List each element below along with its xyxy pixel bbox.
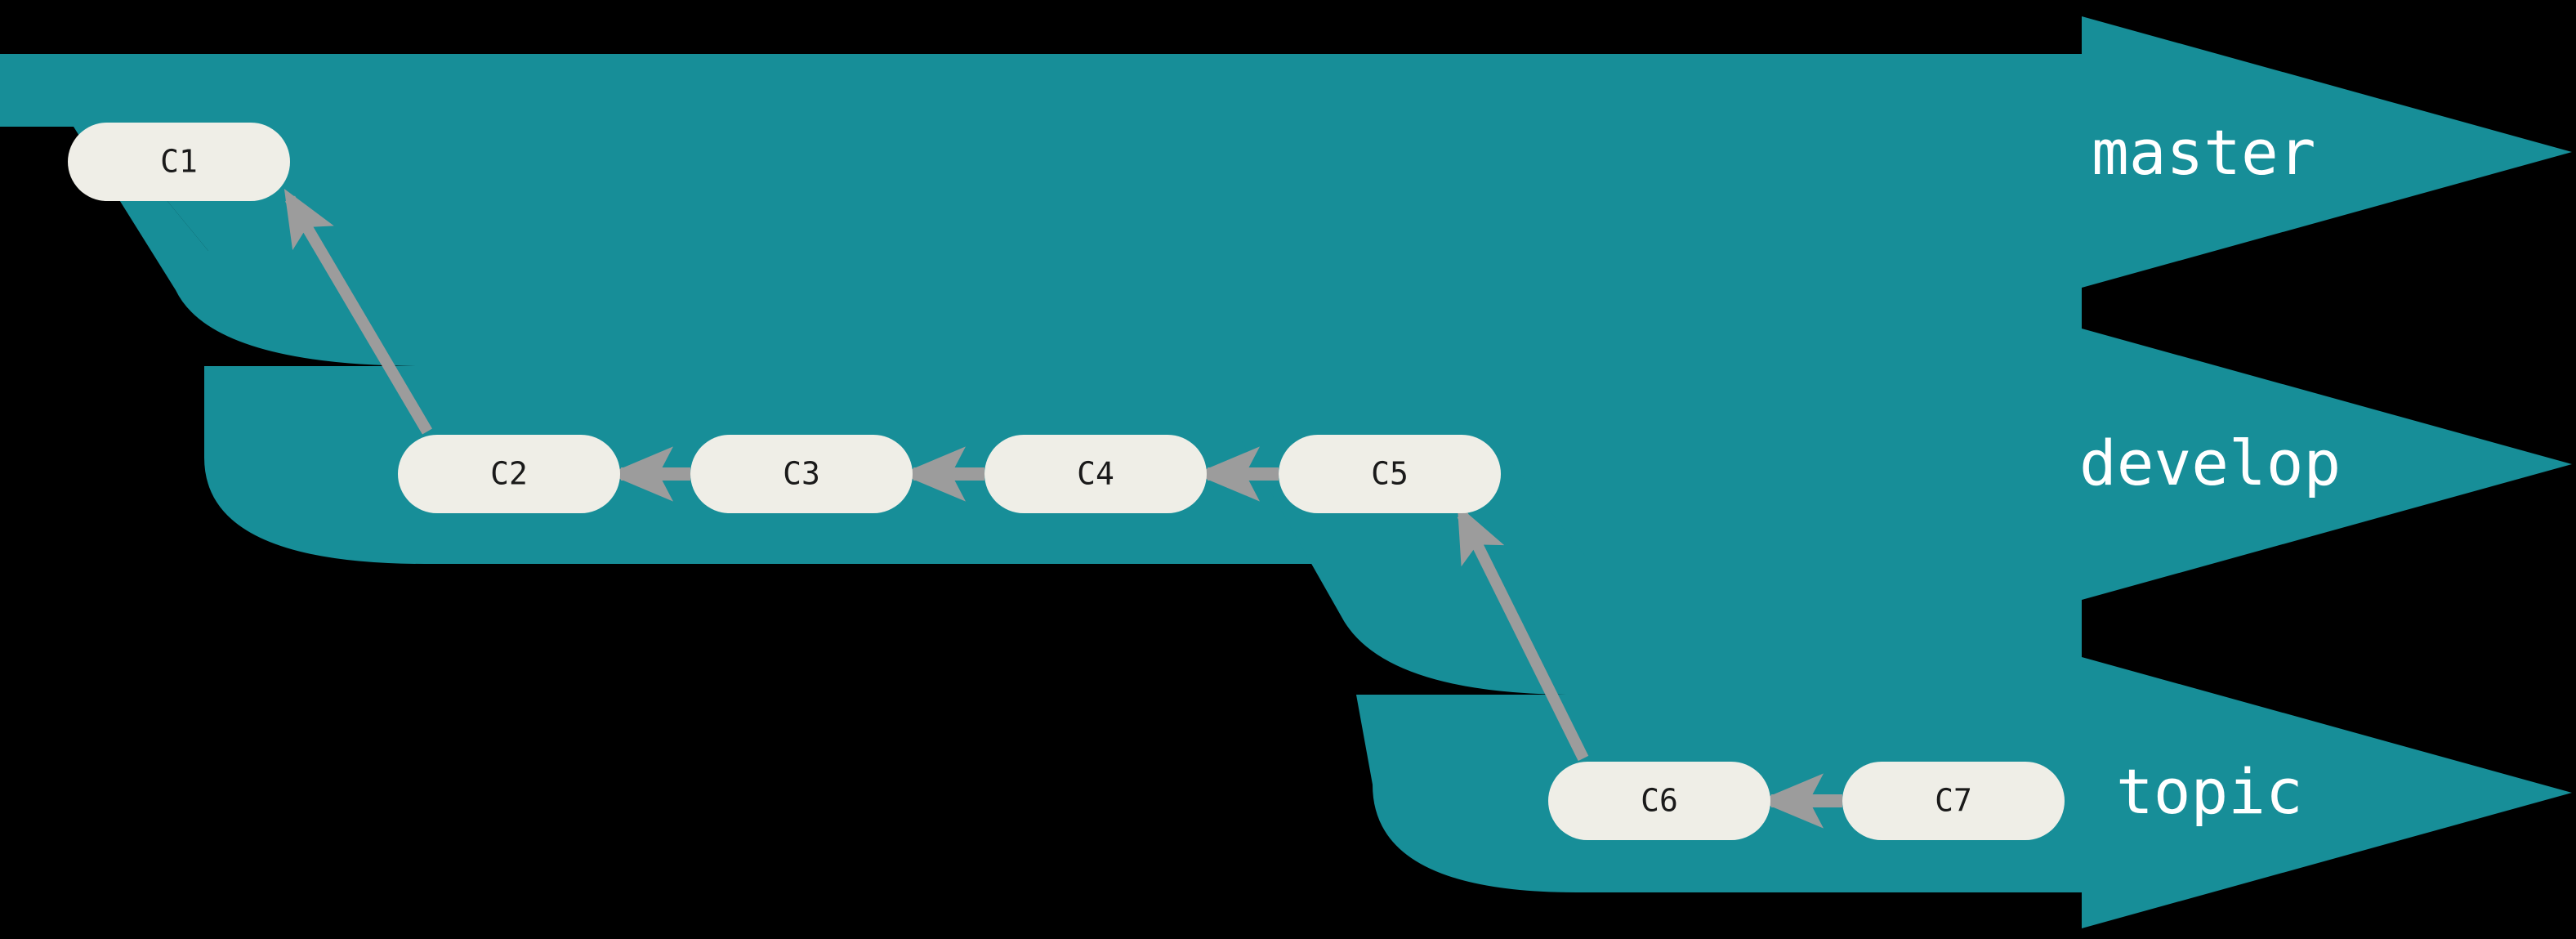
commit-node-c3-label: C3 — [783, 456, 820, 492]
commit-node-c5[interactable]: C5 — [1279, 435, 1501, 513]
commit-node-c7-label: C7 — [1935, 783, 1972, 819]
commit-node-c6[interactable]: C6 — [1548, 762, 1770, 840]
parent-arrow-c2-to-c1 — [283, 188, 433, 435]
commit-node-c5-pill — [1279, 435, 1501, 513]
commit-node-c4-label: C4 — [1077, 456, 1114, 492]
commit-node-c7[interactable]: C7 — [1842, 762, 2065, 840]
commit-node-c1-pill — [68, 123, 290, 201]
branch-label-topic: topic — [2116, 755, 2303, 828]
master-band-shape — [0, 16, 2572, 288]
commit-node-c3[interactable]: C3 — [690, 435, 913, 513]
commit-node-c4[interactable]: C4 — [984, 435, 1207, 513]
ribbon-master-develop-shape — [74, 127, 2082, 366]
branch-band-master[interactable] — [0, 16, 2572, 288]
commit-node-c1-label: C1 — [160, 144, 198, 180]
branch-label-master: master — [2092, 116, 2316, 189]
parent-arrow-c6-to-c5 — [1457, 504, 1589, 762]
commit-node-c2[interactable]: C2 — [398, 435, 620, 513]
commit-node-c3-pill — [690, 435, 913, 513]
commit-node-c6-pill — [1548, 762, 1770, 840]
commit-node-c2-pill — [398, 435, 620, 513]
commit-node-c2-label: C2 — [490, 456, 528, 492]
commit-node-c1[interactable]: C1 — [68, 123, 290, 201]
branch-ribbon-master-to-develop — [74, 127, 2082, 366]
commit-node-c4-pill — [984, 435, 1207, 513]
commit-node-c5-label: C5 — [1371, 456, 1409, 492]
commit-node-c6-label: C6 — [1641, 783, 1678, 819]
commit-node-c7-pill — [1842, 762, 2065, 840]
branch-label-develop: develop — [2079, 427, 2341, 499]
